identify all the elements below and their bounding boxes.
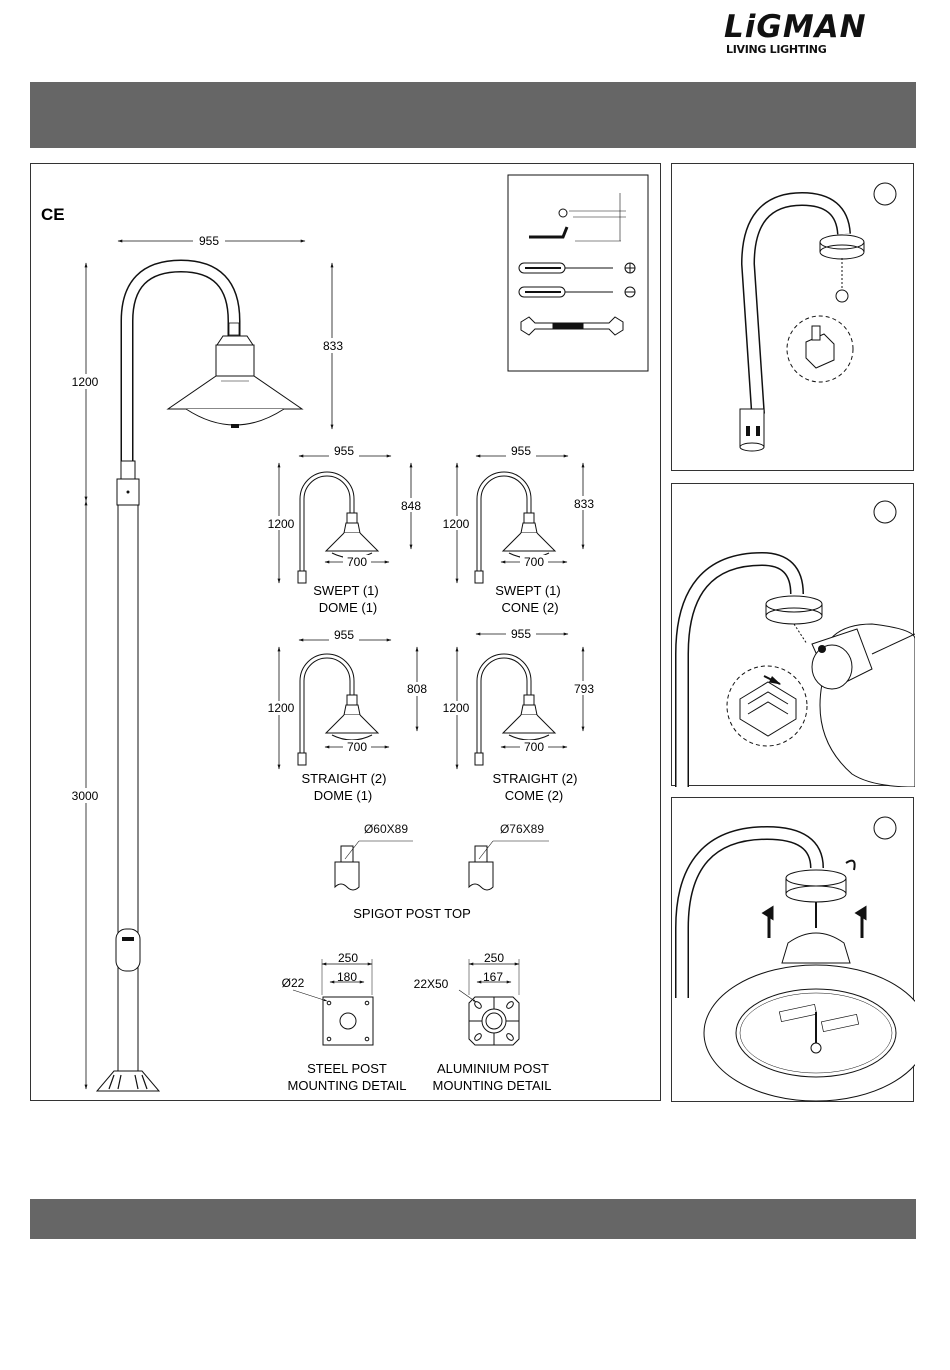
variant-2-width: 955 xyxy=(511,444,531,458)
technical-drawing-panel: CE 955 833 1200 3000 xyxy=(30,163,661,1101)
variant-swept-dome: 955 1200 848 700 SWEPT (1) DOME (1) xyxy=(263,444,425,615)
main-width-label: 955 xyxy=(199,234,219,248)
step-3-marker xyxy=(873,816,897,840)
header-bar xyxy=(30,82,916,148)
spigot-76-label: Ø76X89 xyxy=(500,822,544,836)
variant-3-shade: DOME (1) xyxy=(314,788,373,803)
steel-outer-dim: 250 xyxy=(338,951,358,965)
main-lamp-height-label: 833 xyxy=(323,339,343,353)
aluminium-slot-dim: 22X50 xyxy=(414,977,449,991)
variant-swept-cone: 955 1200 833 700 SWEPT (1) CONE (2) xyxy=(441,444,597,615)
phillips-screwdriver-icon xyxy=(518,262,636,274)
variant-1-height: 1200 xyxy=(268,517,295,531)
hex-key-icon xyxy=(529,193,626,242)
main-pole-height-label: 3000 xyxy=(72,789,99,803)
spanner-icon xyxy=(520,316,624,336)
aluminium-outer-dim: 250 xyxy=(484,951,504,965)
variant-4-diameter: 700 xyxy=(524,740,544,754)
assembly-step-3 xyxy=(671,797,915,1102)
variant-straight-dome: 955 1200 808 700 STRAIGHT (2) DOME (1) xyxy=(263,628,430,803)
spigot-60-label: Ø60X89 xyxy=(364,822,408,836)
variant-3-drop: 808 xyxy=(407,682,427,696)
step-1-illustration xyxy=(739,182,897,452)
variant-4-width: 955 xyxy=(511,627,531,641)
steel-caption-2: MOUNTING DETAIL xyxy=(288,1078,407,1093)
variant-2-shade: CONE (2) xyxy=(501,600,558,615)
step-1-marker xyxy=(873,182,897,206)
variant-4-shade: COME (2) xyxy=(505,788,564,803)
variant-straight-cone: 955 1200 793 700 STRAIGHT (2) COME (2) xyxy=(441,626,597,803)
spigot-60: Ø60X89 xyxy=(334,822,413,891)
variant-4-height: 1200 xyxy=(443,701,470,715)
steel-base-plate xyxy=(292,959,374,1046)
technical-drawing: CE 955 833 1200 3000 xyxy=(41,174,649,1093)
variant-4-arm: STRAIGHT (2) xyxy=(493,771,578,786)
assembly-step-2 xyxy=(671,483,915,787)
step-2-marker xyxy=(873,500,897,524)
variant-1-shade: DOME (1) xyxy=(319,600,378,615)
variant-3-diameter: 700 xyxy=(347,740,367,754)
variant-2-height: 1200 xyxy=(443,517,470,531)
aluminium-inner-dim: 167 xyxy=(483,970,503,984)
step-3-illustration xyxy=(675,816,915,1102)
step-2-illustration xyxy=(675,500,915,787)
steel-inner-dim: 180 xyxy=(337,970,357,984)
brand-name: LiGMAN xyxy=(724,9,867,45)
aluminium-caption-1: ALUMINIUM POST xyxy=(437,1061,549,1076)
variant-2-drop: 833 xyxy=(574,497,594,511)
variant-1-diameter: 700 xyxy=(347,555,367,569)
variant-4-drop: 793 xyxy=(574,682,594,696)
variant-3-arm: STRAIGHT (2) xyxy=(302,771,387,786)
aluminium-base-plate xyxy=(458,959,520,1046)
spigot-caption: SPIGOT POST TOP xyxy=(353,906,471,921)
spigot-76: Ø76X89 xyxy=(468,822,549,891)
steel-hole-dim: Ø22 xyxy=(282,976,305,990)
brand-tagline: LIVING LIGHTING xyxy=(726,43,827,56)
aluminium-caption-2: MOUNTING DETAIL xyxy=(433,1078,552,1093)
variant-1-drop: 848 xyxy=(401,499,421,513)
brand-logo: LiGMAN LIVING LIGHTING xyxy=(724,10,919,58)
variant-1-arm: SWEPT (1) xyxy=(313,583,379,598)
variant-1-width: 955 xyxy=(334,444,354,458)
variant-3-height: 1200 xyxy=(268,701,295,715)
steel-caption-1: STEEL POST xyxy=(307,1061,387,1076)
main-arm-height-label: 1200 xyxy=(72,375,99,389)
footer-bar xyxy=(30,1199,916,1239)
assembly-step-1 xyxy=(671,163,914,471)
variant-3-width: 955 xyxy=(334,628,354,642)
ce-mark: CE xyxy=(41,205,65,224)
variant-2-arm: SWEPT (1) xyxy=(495,583,561,598)
variant-2-diameter: 700 xyxy=(524,555,544,569)
flat-screwdriver-icon xyxy=(518,286,636,298)
